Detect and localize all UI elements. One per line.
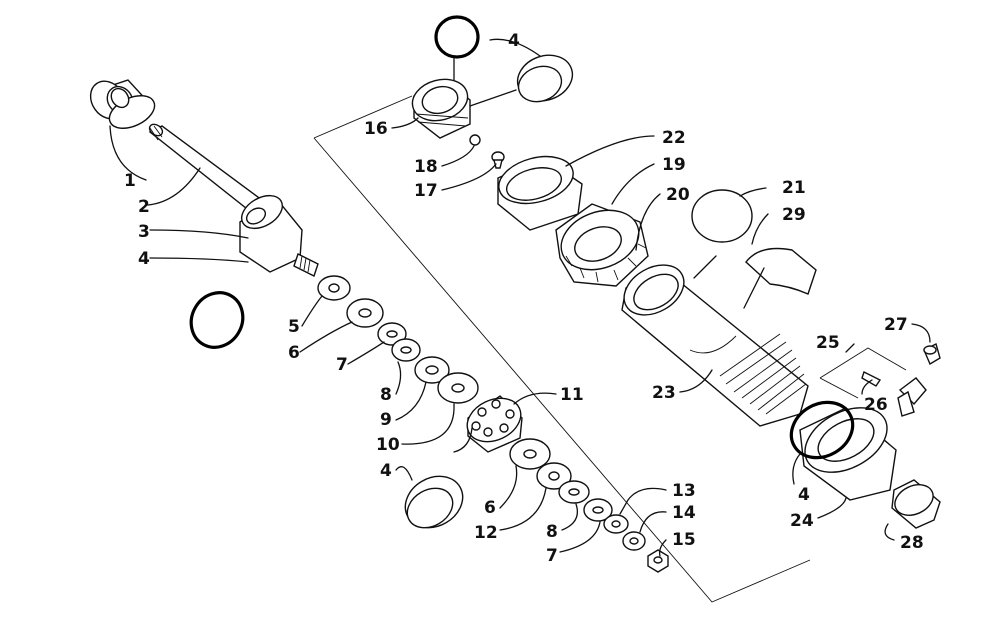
callout-17: 17 [414, 181, 438, 201]
group-bracket [313, 95, 811, 603]
part-eyelet [89, 79, 156, 129]
callout-4-body: 4 [138, 249, 150, 269]
callout-22: 22 [662, 128, 686, 148]
band-top [516, 54, 574, 103]
callout-18: 18 [414, 157, 438, 177]
callout-3: 3 [138, 222, 150, 242]
valve-stack [317, 275, 669, 573]
callout-13: 13 [672, 481, 696, 501]
callout-6-upper: 6 [288, 343, 300, 363]
part-16 [411, 78, 471, 139]
callout-20: 20 [666, 185, 690, 205]
part-29 [745, 247, 817, 295]
leader-lines [109, 38, 931, 557]
callout-11: 11 [560, 385, 584, 405]
callout-26: 26 [864, 395, 888, 415]
callout-4-top: 4 [508, 31, 520, 51]
callout-21: 21 [782, 178, 806, 198]
callout-1: 1 [124, 171, 136, 191]
part-18 [469, 134, 481, 146]
callout-7-lower: 7 [546, 546, 558, 566]
callout-8-upper: 8 [380, 385, 392, 405]
part-body-end [239, 194, 319, 277]
part-22 [497, 155, 583, 231]
o-ring-left [189, 291, 245, 349]
callout-15: 15 [672, 530, 696, 550]
callout-8-lower: 8 [546, 522, 558, 542]
callout-10: 10 [376, 435, 400, 455]
callout-labels: 1 2 3 4 5 6 7 8 9 10 4 11 6 12 8 7 13 14… [124, 31, 924, 566]
part-27 [923, 342, 941, 366]
callout-23: 23 [652, 383, 676, 403]
callout-4-band: 4 [380, 461, 392, 481]
callout-12: 12 [474, 523, 498, 543]
callout-5: 5 [288, 317, 300, 337]
callout-28: 28 [900, 533, 924, 553]
part-28 [891, 479, 941, 529]
callout-16: 16 [364, 119, 388, 139]
callout-27: 27 [884, 315, 908, 335]
band-lower [404, 475, 464, 529]
callout-14: 14 [672, 503, 696, 523]
part-17 [491, 151, 505, 169]
part-23 [621, 264, 809, 427]
callout-6-lower: 6 [484, 498, 496, 518]
callout-29: 29 [782, 205, 806, 225]
part-21 [691, 189, 753, 243]
group-bracket-25 [819, 347, 907, 399]
callout-19: 19 [662, 155, 686, 175]
callout-2: 2 [138, 197, 150, 217]
o-ring-right [789, 400, 855, 460]
callout-24: 24 [790, 511, 814, 531]
callout-4-right: 4 [798, 485, 810, 505]
part-26 [861, 371, 927, 417]
o-ring-top [434, 15, 480, 59]
callout-7-upper: 7 [336, 355, 348, 375]
callout-9: 9 [380, 410, 392, 430]
part-19 [555, 203, 649, 287]
callout-25: 25 [816, 333, 840, 353]
